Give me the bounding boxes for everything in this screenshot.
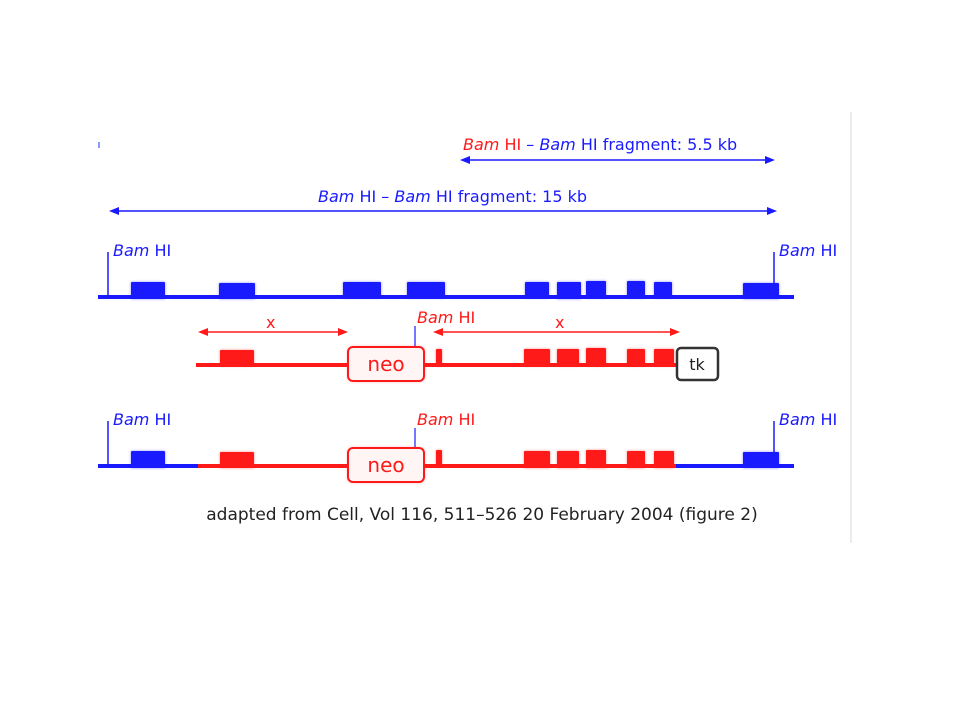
homology-arm-label-left: x (266, 313, 275, 332)
exon-block (436, 450, 442, 467)
tk-label: tk (689, 355, 705, 374)
fragment-label-5-5kb: Bam HI – Bam HI fragment: 5.5 kb (463, 135, 737, 154)
exon-block (343, 282, 381, 298)
exon-block (743, 283, 779, 299)
fragment-label-15kb: Bam HI – Bam HI fragment: 15 kb (318, 187, 587, 206)
exon-block (586, 348, 606, 366)
bamhi-site-label-vector: Bam HI (417, 308, 475, 327)
neo-cassette: neo (347, 447, 425, 483)
exon-block (524, 451, 550, 468)
exon-block (557, 349, 579, 366)
targeted-allele: Bam HI Bam HI Bam HI (98, 410, 837, 483)
bamhi-site-label-left: Bam HI (113, 241, 171, 260)
neo-label: neo (367, 352, 404, 376)
homology-arm-label-right: x (555, 313, 564, 332)
exon-block (654, 451, 674, 468)
figure-caption: adapted from Cell, Vol 116, 511–526 20 F… (206, 505, 757, 525)
tk-cassette: tk (675, 346, 720, 382)
exon-block (557, 451, 579, 468)
exon-block (586, 281, 606, 298)
exon-block (627, 281, 645, 298)
exon-block (654, 349, 674, 366)
wildtype-locus: Bam HI Bam HI (98, 241, 837, 299)
bamhi-site-label-left: Bam HI (113, 410, 171, 429)
exon-block (627, 451, 645, 468)
exon-block (586, 450, 606, 468)
exon-block (525, 282, 549, 298)
exon-block (436, 349, 442, 366)
exon-block (131, 282, 165, 299)
exon-block (557, 282, 581, 299)
bamhi-site-label-right: Bam HI (779, 241, 837, 260)
neo-label: neo (367, 453, 404, 477)
exon-block (220, 452, 254, 468)
exon-block (524, 349, 550, 366)
corner-mark (98, 142, 100, 148)
exon-block (654, 282, 672, 298)
exon-block (407, 282, 445, 298)
neo-cassette: neo (347, 346, 425, 382)
targeting-vector: x Bam HI x neo tk (196, 308, 720, 382)
exon-block (627, 349, 645, 366)
exon-block (219, 283, 255, 299)
exon-block (220, 350, 254, 366)
exon-block (743, 452, 779, 468)
bamhi-site-label-middle: Bam HI (417, 410, 475, 429)
bamhi-site-label-right: Bam HI (779, 410, 837, 429)
exon-block (131, 451, 165, 468)
